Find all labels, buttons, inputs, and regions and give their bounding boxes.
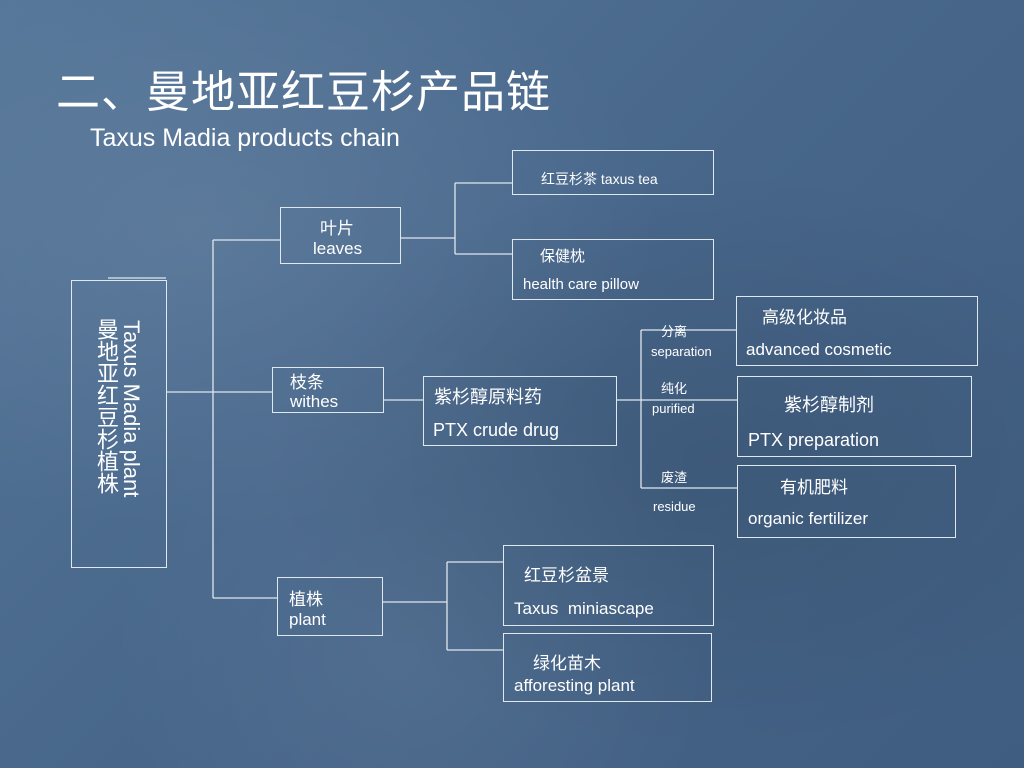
miniascape-label-cn: 红豆杉盆景 xyxy=(524,566,609,586)
root-label-cn: 曼地亚红豆杉植株 xyxy=(93,318,118,494)
cosmetic-node xyxy=(736,296,978,366)
withes-label-cn: 枝条 xyxy=(290,373,324,393)
fertilizer-label-cn: 有机肥料 xyxy=(780,478,848,498)
ptx-crude-label-cn: 紫杉醇原料药 xyxy=(434,387,542,408)
edge-purified-en: purified xyxy=(652,401,695,416)
edge-separation-cn: 分离 xyxy=(661,325,688,340)
page-title-cn: 二、曼地亚红豆杉产品链 xyxy=(56,67,551,118)
edge-separation-en: separation xyxy=(651,344,712,359)
leaves-node xyxy=(280,207,401,264)
afforesting-node xyxy=(503,633,712,702)
cosmetic-label-en: advanced cosmetic xyxy=(746,340,892,359)
afforesting-label-en: afforesting plant xyxy=(514,676,635,695)
cosmetic-label-cn: 高级化妆品 xyxy=(762,308,847,328)
edge-residue-en: residue xyxy=(653,499,696,514)
taxus-tea-label: 红豆杉茶 taxus tea xyxy=(541,169,658,189)
root-node xyxy=(71,280,167,568)
taxus-tea-node xyxy=(512,150,714,195)
leaves-label-cn: 叶片 xyxy=(320,219,354,239)
taxus-tea-label-cn: 红豆杉茶 xyxy=(541,172,597,188)
edge-residue-cn: 废渣 xyxy=(661,471,688,486)
taxus-tea-label-en: taxus tea xyxy=(600,171,658,187)
edge-purified-cn: 纯化 xyxy=(661,382,688,397)
plant-label-en: plant xyxy=(289,610,326,629)
pillow-label-cn: 保健枕 xyxy=(540,247,586,265)
ptx-crude-node xyxy=(423,376,617,446)
withes-node xyxy=(272,367,384,413)
pillow-node xyxy=(512,239,714,300)
withes-label-en: withes xyxy=(290,392,339,411)
afforesting-label-cn: 绿化苗木 xyxy=(533,654,601,674)
ptx-crude-label-en: PTX crude drug xyxy=(433,420,560,440)
root-label-en: Taxus Madia plant xyxy=(119,320,144,498)
ptx-preparation-node xyxy=(737,376,972,457)
fertilizer-node xyxy=(737,465,956,538)
leaves-label-en: leaves xyxy=(313,239,363,258)
miniascape-label-en: Taxus miniascape xyxy=(514,599,654,618)
fertilizer-label-en: organic fertilizer xyxy=(748,509,868,528)
ptx-preparation-label-en: PTX preparation xyxy=(748,430,880,450)
miniascape-node xyxy=(503,545,714,626)
page-title-en: Taxus Madia products chain xyxy=(90,124,400,152)
plant-label-cn: 植株 xyxy=(289,590,323,610)
pillow-label-en: health care pillow xyxy=(523,276,639,293)
ptx-preparation-label-cn: 紫杉醇制剂 xyxy=(784,395,874,416)
plant-node xyxy=(277,577,383,636)
